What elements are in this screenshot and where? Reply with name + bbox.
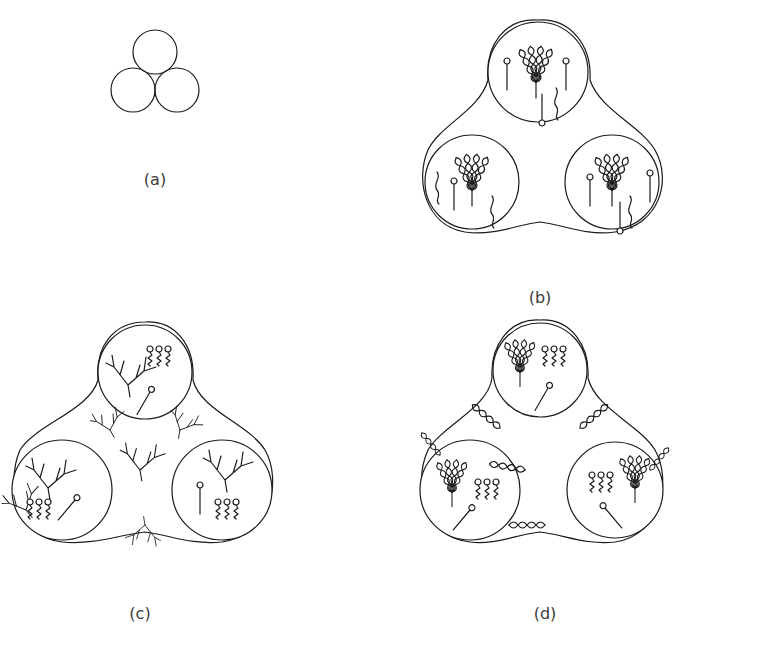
bare-particles	[111, 30, 199, 112]
panel-label: (a)	[144, 170, 166, 189]
panel-label: (c)	[129, 604, 150, 623]
coated-particles-b	[423, 20, 663, 234]
panel-label: (b)	[529, 288, 552, 307]
panel-label: (d)	[534, 604, 557, 623]
coated-particles-d	[420, 320, 671, 543]
coated-particles-c	[0, 322, 273, 546]
